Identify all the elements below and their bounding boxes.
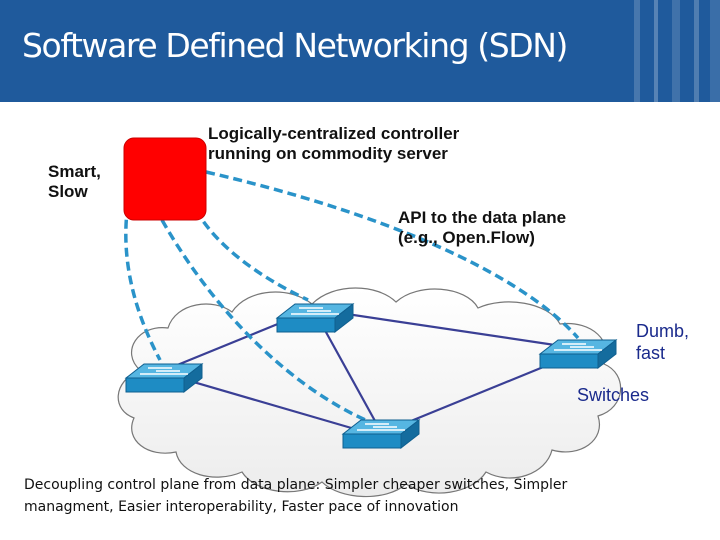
slide-title: Software Defined Networking (SDN) — [22, 26, 568, 65]
switches-label: Switches — [577, 385, 650, 405]
link-sw2-sw3 — [315, 313, 381, 431]
link-sw2-sw4 — [319, 308, 576, 350]
sdn-diagram — [117, 137, 622, 498]
control-link-sw3 — [160, 219, 371, 424]
title-bar: Software Defined Networking (SDN) — [0, 0, 720, 102]
link-sw1-sw3 — [165, 372, 373, 436]
data-plane-links — [164, 308, 581, 436]
api-label: API to the data plane (e.g., Open.Flow) — [398, 208, 567, 247]
decorative-bars-icon — [634, 0, 720, 102]
control-plane-links — [124, 170, 580, 424]
controller-description: Logically-centralized controller running… — [208, 124, 460, 163]
control-link-sw1 — [124, 191, 162, 361]
control-link-sw2 — [194, 209, 309, 302]
control-link-sw4 — [205, 170, 580, 340]
network-cloud-icon — [117, 287, 622, 498]
controller-label: Smart, Slow — [48, 162, 101, 201]
switch-description: Dumb, fast — [636, 321, 690, 363]
slide-caption: Decoupling control plane from data plane… — [24, 477, 568, 515]
red-server-box-icon — [123, 137, 207, 221]
